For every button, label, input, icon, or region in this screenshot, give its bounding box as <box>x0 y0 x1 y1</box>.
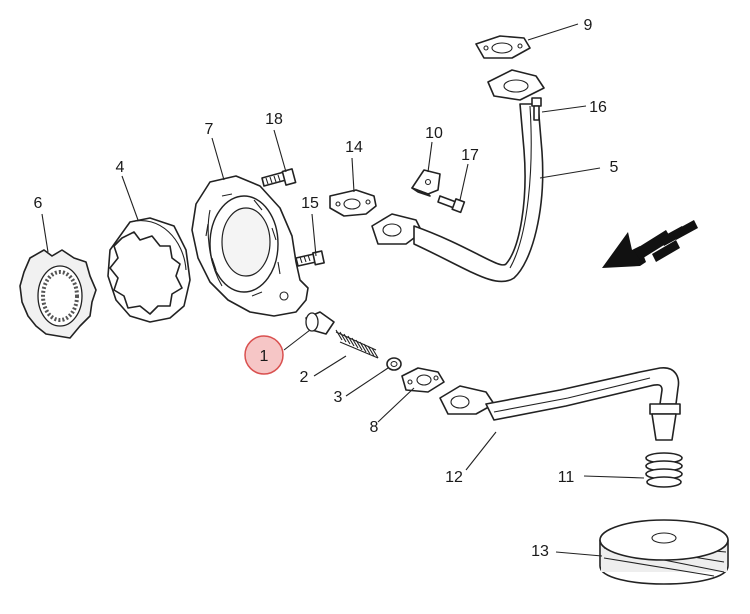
part-14-gasket[interactable] <box>329 189 377 217</box>
part-7-cover-plate[interactable] <box>191 175 309 317</box>
label-2[interactable]: 2 <box>300 369 309 386</box>
label-14[interactable]: 14 <box>345 139 363 156</box>
label-1[interactable]: 1 <box>260 348 269 365</box>
label-9[interactable]: 9 <box>584 17 593 34</box>
part-15-bolt[interactable] <box>295 250 325 267</box>
part-4-rotor[interactable] <box>107 217 191 323</box>
label-10[interactable]: 10 <box>425 125 443 142</box>
part-10-clamp[interactable] <box>411 169 441 197</box>
part-6-outer-gear[interactable] <box>19 249 97 339</box>
part-9-gasket[interactable] <box>475 35 531 59</box>
part-2-spring[interactable] <box>335 329 379 359</box>
label-4[interactable]: 4 <box>116 159 125 176</box>
part-17-bolt[interactable] <box>437 195 466 214</box>
label-17[interactable]: 17 <box>461 147 479 164</box>
part-3-ring[interactable] <box>386 357 402 371</box>
part-12-pipe[interactable] <box>439 367 681 441</box>
label-13[interactable]: 13 <box>531 543 549 560</box>
label-7[interactable]: 7 <box>205 121 214 138</box>
label-3[interactable]: 3 <box>334 389 343 406</box>
label-15[interactable]: 15 <box>301 195 319 212</box>
label-6[interactable]: 6 <box>34 195 43 212</box>
callout-highlight <box>244 335 284 375</box>
part-13-disc[interactable] <box>599 519 729 585</box>
label-18[interactable]: 18 <box>265 111 283 128</box>
leader-lines <box>41 23 645 557</box>
label-8[interactable]: 8 <box>370 419 379 436</box>
callout-labels: 6 4 7 18 15 14 10 17 9 16 5 1 2 3 8 12 1… <box>34 17 619 560</box>
label-16[interactable]: 16 <box>589 99 607 116</box>
part-5-pipe[interactable] <box>371 69 545 283</box>
part-11-coil[interactable] <box>645 452 683 488</box>
label-12[interactable]: 12 <box>445 469 463 486</box>
label-5[interactable]: 5 <box>610 159 619 176</box>
part-8-gasket[interactable] <box>401 367 445 393</box>
part-16-bolt[interactable] <box>531 97 542 121</box>
part-18-bolt[interactable] <box>261 168 297 187</box>
label-11[interactable]: 11 <box>558 469 575 486</box>
direction-arrow-icon <box>602 220 698 268</box>
part-1-sleeve[interactable] <box>305 311 335 335</box>
